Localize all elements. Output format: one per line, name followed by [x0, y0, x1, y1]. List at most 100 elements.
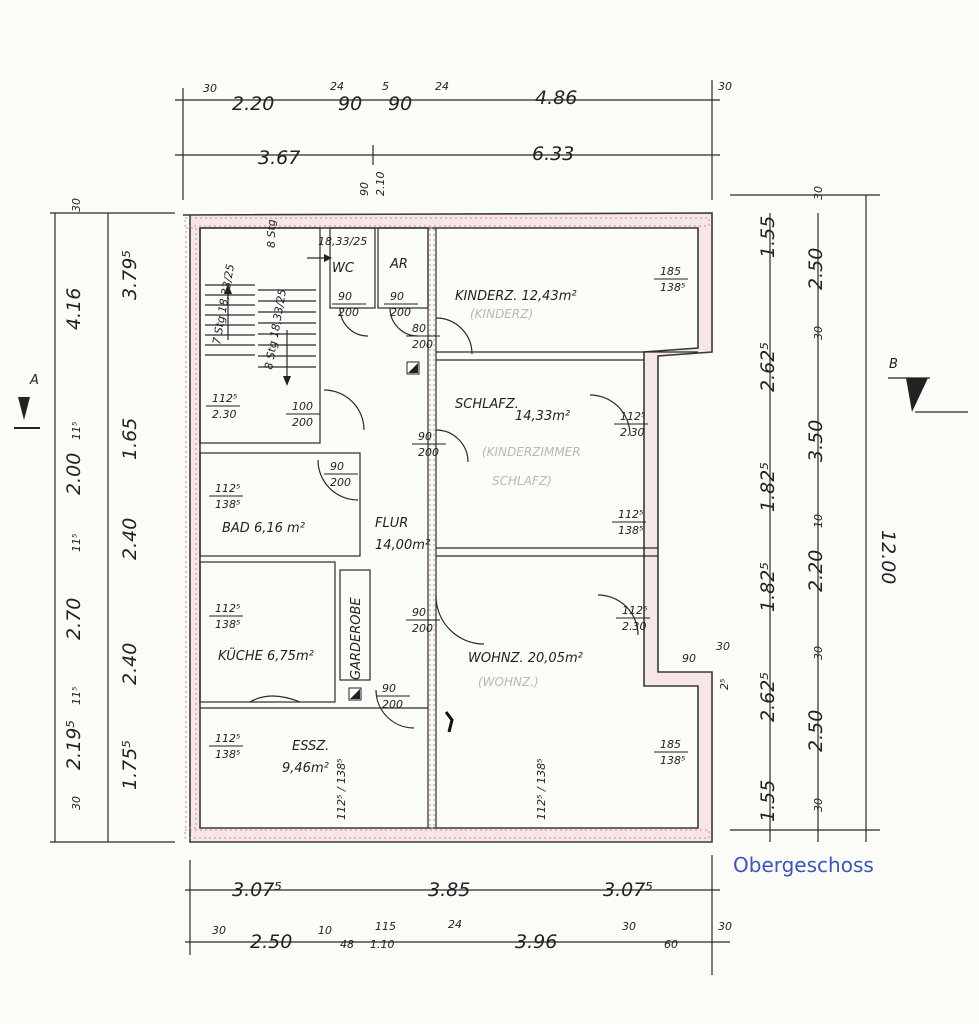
section-b-label: B — [889, 357, 898, 372]
room-flur-area: 14,00m² — [375, 538, 430, 553]
top-dim-1: 4.86 — [535, 87, 577, 109]
right-mid-dim: 2.50 — [805, 248, 827, 290]
top-dim-1: 24 — [435, 80, 449, 93]
small-right-dim: 30 — [716, 640, 730, 653]
right-mid-dim: 2.50 — [805, 710, 827, 752]
top-dim-1: 24 — [330, 80, 344, 93]
door-swing-bad — [317, 459, 359, 501]
right-inner-dim: 1.82⁵ — [757, 562, 779, 612]
small-right-dim: 2⁵ — [718, 679, 731, 690]
fraction-top: 80 — [412, 322, 426, 335]
bottom-dim-2: 115 — [375, 920, 396, 933]
room-schlafz: SCHLAFZ. — [455, 397, 519, 412]
top-small-dim: 2.10 — [374, 172, 387, 197]
bottom-dim-2: 3.96 — [515, 931, 557, 953]
stove-icon — [444, 711, 454, 733]
right-outer-dim: 12.00 — [877, 530, 899, 584]
left-outer-dim: 11⁵ — [70, 422, 83, 440]
left-outer-dim: 2.70 — [63, 598, 85, 640]
window-swing-schlafz — [589, 394, 631, 436]
room-wc: WC — [332, 261, 355, 276]
room-bad: BAD 6,16 m² — [222, 521, 305, 536]
left-inner-dim: 1.65 — [119, 418, 141, 460]
right-inner-dim: 1.55 — [757, 780, 779, 822]
fraction-bottom: 138⁵ — [660, 754, 685, 767]
garderobe-wall — [339, 569, 371, 681]
stair-label-a: 8 Stg — [265, 219, 278, 248]
fraction-top: 90 — [338, 290, 352, 303]
fraction-top: 112⁵ — [618, 508, 643, 521]
right-inner-dim: 1.82⁵ — [757, 462, 779, 512]
door-swing-kueche — [249, 695, 301, 703]
note-schlaf-2: SCHLAFZ) — [492, 474, 552, 488]
bottom-dim-2: 2.50 — [250, 931, 292, 953]
kueche-wall — [199, 561, 336, 703]
left-outer-dim: 2.00 — [63, 453, 85, 495]
fraction-top: 112⁵ — [622, 604, 647, 617]
bottom-dim-2: 24 — [448, 918, 462, 931]
door-swing-schlafz — [435, 429, 469, 463]
room-flur: FLUR — [375, 516, 408, 531]
bottom-dim-1: 3.07⁵ — [232, 879, 282, 901]
room-wohnz: WOHNZ. 20,05m² — [468, 651, 583, 666]
section-marker-b: B — [888, 357, 930, 412]
bottom-dim-2: 30 — [212, 924, 226, 937]
left-outer-dim: 11⁵ — [70, 534, 83, 552]
right-mid-dim: 2.20 — [805, 550, 827, 592]
fraction-bottom: 138⁵ — [215, 498, 240, 511]
note-wohn: (WOHNZ.) — [478, 675, 539, 689]
wc-wall — [329, 227, 376, 309]
top-dim-1: 90 — [338, 93, 362, 115]
fraction-bottom: 200 — [292, 416, 313, 429]
left-outer-dim: 30 — [70, 198, 83, 212]
section-marker-a: A — [14, 373, 40, 429]
fraction-bottom: 200 — [412, 338, 433, 351]
right-inner-dim: 2.62⁵ — [757, 342, 779, 392]
fraction-top: 100 — [292, 400, 313, 413]
arrow-down-icon — [283, 376, 291, 386]
fraction-bottom: 2.30 — [212, 408, 237, 421]
fraction-bottom: 138⁵ — [618, 524, 643, 537]
fraction-top: 185 — [660, 738, 681, 751]
right-mid-dim: 30 — [812, 798, 825, 812]
room-essz: ESSZ. — [292, 739, 329, 754]
window-bottom-label: 112⁵ / 138⁵ — [535, 758, 548, 820]
right-mid-dim: 30 — [812, 646, 825, 660]
top-small-dim: 90 — [358, 182, 371, 196]
door-swing-wohnz — [435, 595, 485, 645]
fraction-bottom: 200 — [390, 306, 411, 319]
section-b-arrow-icon — [906, 378, 928, 412]
left-inner-dim: 1.75⁵ — [119, 740, 141, 790]
fraction-bottom: 138⁵ — [660, 281, 685, 294]
section-a-arrow-icon — [18, 397, 30, 420]
door-swing-essz — [375, 689, 415, 729]
top-dim-2: 3.67 — [258, 147, 300, 169]
window-bottom-label: 112⁵ / 138⁵ — [335, 758, 348, 820]
left-outer-dim: 4.16 — [63, 288, 85, 330]
fraction-top: 112⁵ — [620, 410, 645, 423]
note-schlaf-1: (KINDERZIMMER — [482, 445, 581, 459]
fraction-top: 90 — [382, 682, 396, 695]
dimension-lines — [50, 80, 968, 975]
caption-obergeschoss: Obergeschoss — [733, 853, 874, 877]
door-swings — [249, 307, 639, 729]
bottom-dim-1: 3.07⁵ — [603, 879, 653, 901]
bottom-dim-2: 10 — [318, 924, 332, 937]
bad-wall — [199, 452, 361, 557]
chimney-fill-icon — [408, 363, 418, 373]
fraction-bottom: 200 — [382, 698, 403, 711]
left-outer-dim: 11⁵ — [70, 687, 83, 705]
window-swing-wohnz — [597, 594, 639, 636]
right-mid-dim: 30 — [812, 326, 825, 340]
fraction-top: 112⁵ — [215, 602, 240, 615]
note-kinder: (KINDERZ) — [470, 307, 533, 321]
right-inner-dim: 2.62⁵ — [757, 672, 779, 722]
